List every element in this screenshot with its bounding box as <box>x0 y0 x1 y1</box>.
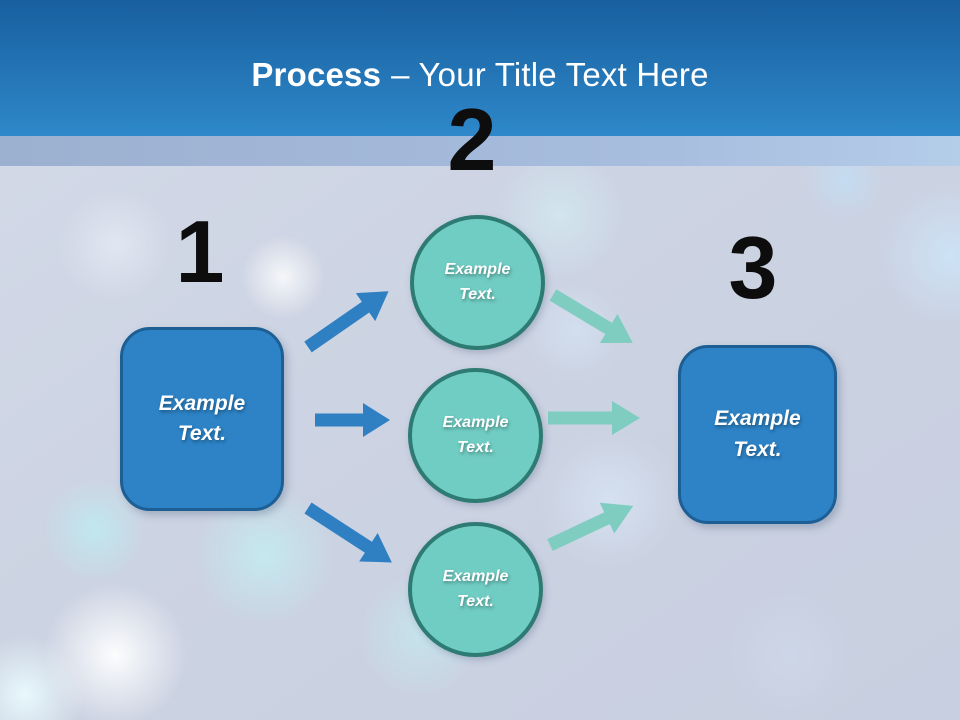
process-circle-middle: Example Text. <box>408 368 543 503</box>
step-number-3: 3 <box>728 218 778 317</box>
process-circle-top: Example Text. <box>410 215 545 350</box>
process-box-step1-label: Example Text. <box>158 391 246 445</box>
process-circle-bottom: Example Text. <box>408 522 543 657</box>
title-bar: Process – Your Title Text Here <box>0 0 960 136</box>
step-number-2: 2 <box>447 90 497 189</box>
process-circle-middle-label: Example Text. <box>442 413 509 456</box>
title-subtitle: – Your Title Text Here <box>391 56 709 93</box>
process-box-step3-label: Example Text. <box>714 407 801 461</box>
process-box-step1: Example Text. <box>120 327 284 511</box>
process-circle-top-label: Example Text. <box>444 260 511 303</box>
process-circle-bottom-label: Example Text. <box>442 567 509 610</box>
step-number-1: 1 <box>175 202 225 301</box>
process-box-step3: Example Text. <box>678 345 837 524</box>
header-accent-strip <box>0 136 960 166</box>
slide-title: Process – Your Title Text Here <box>251 42 708 94</box>
title-keyword: Process <box>251 56 382 93</box>
